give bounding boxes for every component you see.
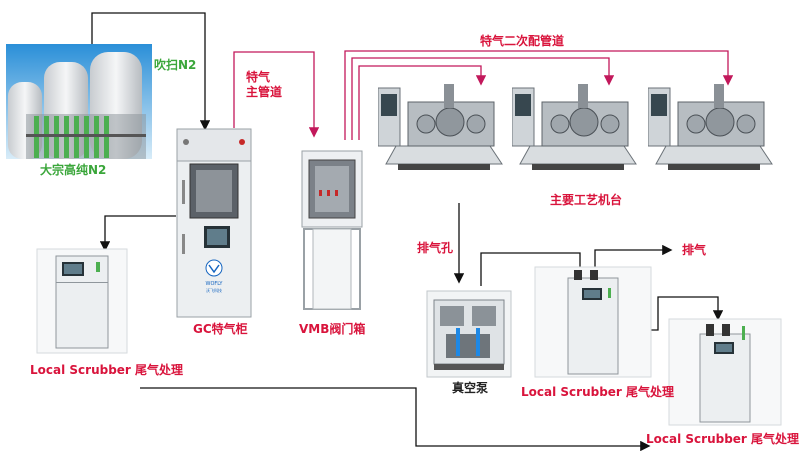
process-tools-label: 主要工艺机台 bbox=[550, 193, 623, 207]
svg-text:WOFLY: WOFLY bbox=[206, 281, 224, 287]
scrubber-left-image bbox=[36, 248, 128, 354]
vmb-box-image bbox=[301, 150, 363, 312]
scrubber-left-label: Local Scrubber 尾气处理 bbox=[30, 363, 184, 377]
bulk-n2-tanks-image bbox=[6, 44, 152, 159]
special-gas-main-line bbox=[233, 51, 320, 138]
vacuum-pump-label: 真空泵 bbox=[452, 381, 489, 395]
scrubber-mid-label: Local Scrubber 尾气处理 bbox=[521, 385, 675, 399]
bottom-return-line bbox=[140, 387, 651, 452]
process-tool-2-image bbox=[511, 80, 642, 178]
scrubber-right-label: Local Scrubber 尾气处理 bbox=[646, 432, 800, 446]
svg-text:沃飞科技: 沃飞科技 bbox=[206, 287, 222, 293]
special-gas-main-label-1: 特气 bbox=[246, 70, 271, 84]
gc-to-scrubber-line bbox=[99, 215, 176, 252]
gc-cabinet-label: GC特气柜 bbox=[193, 322, 248, 336]
process-tool-1-image bbox=[377, 80, 508, 178]
secondary-line-1 bbox=[358, 65, 487, 140]
process-tool-3-image bbox=[647, 80, 778, 178]
special-gas-main-label-2: 主管道 bbox=[246, 85, 283, 99]
pump-to-scrubber-line bbox=[480, 252, 586, 286]
special-gas-secondary-label: 特气二次配管道 bbox=[480, 34, 565, 48]
bulk-n2-label: 大宗高纯N2 bbox=[40, 163, 107, 177]
scrubber-right-image bbox=[668, 318, 782, 426]
gc-cabinet-image: WOFLY 沃飞科技 bbox=[176, 128, 252, 318]
vacuum-pump-image bbox=[426, 290, 512, 378]
purge-n2-line bbox=[91, 12, 211, 131]
vmb-box-label: VMB阀门箱 bbox=[299, 322, 366, 336]
scrubber-mid-image bbox=[534, 266, 652, 378]
purge-n2-label: 吹扫N2 bbox=[154, 58, 197, 72]
secondary-line-3 bbox=[344, 50, 734, 140]
exhaust-label: 排气 bbox=[682, 243, 707, 257]
exhaust-port-label: 排气孔 bbox=[417, 241, 454, 255]
secondary-line-2 bbox=[351, 57, 615, 140]
